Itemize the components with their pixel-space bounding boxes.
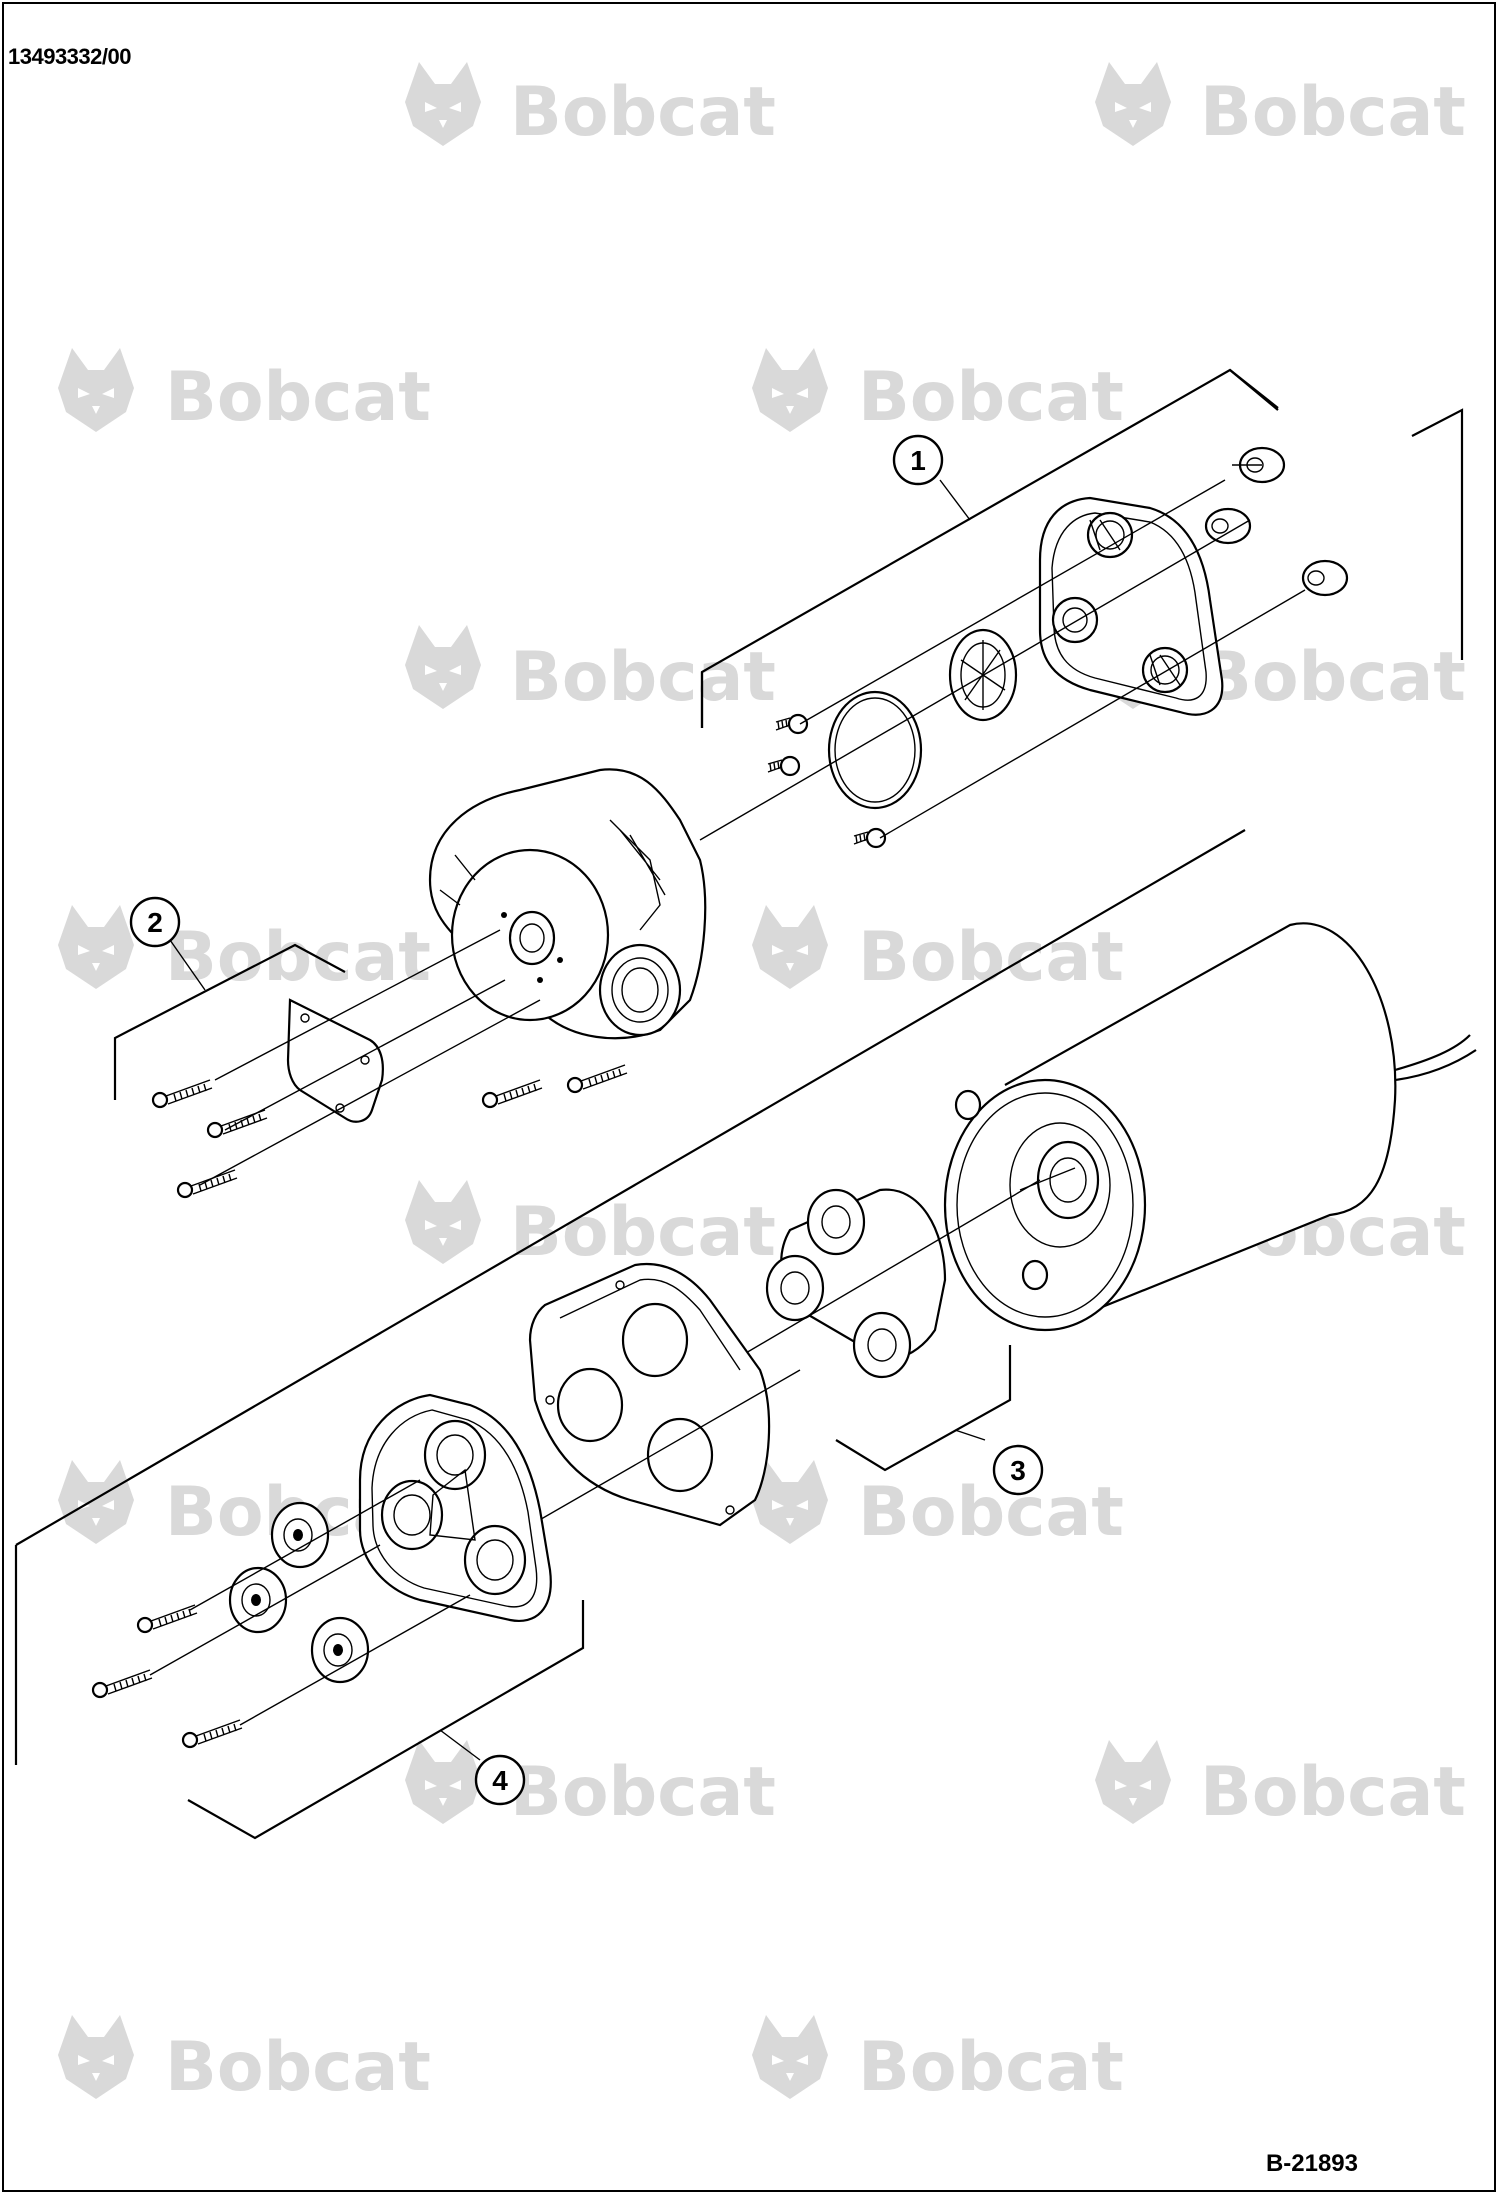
svg-text:4: 4 — [492, 1765, 508, 1796]
watermark-text: Bobcat — [1200, 1753, 1466, 1832]
bracket-group-3 — [835, 1345, 1012, 1472]
watermark-text: Bobcat — [1200, 73, 1466, 152]
watermark-text: Bobcat — [858, 358, 1124, 437]
washer-1c — [1301, 559, 1349, 597]
callout-3: 3 — [954, 1429, 1044, 1496]
screw-2a — [151, 1078, 214, 1109]
callout-2: 2 — [129, 896, 206, 991]
svg-text:2: 2 — [147, 907, 163, 938]
screw-2d — [481, 1078, 544, 1109]
washer-1a — [1232, 446, 1286, 484]
bracket-group-4 — [187, 1600, 585, 1840]
diaphragm-housing — [528, 1262, 771, 1527]
document-number: 13493332/00 — [8, 44, 131, 69]
watermark-text: Bobcat — [510, 1193, 776, 1272]
watermark-text: Bobcat — [1200, 638, 1466, 717]
watermark-text: Bobcat — [165, 2028, 431, 2107]
screw-2c — [176, 1168, 239, 1199]
screw-4a — [136, 1603, 199, 1634]
bracket-group-2 — [113, 943, 346, 1100]
screw-4b — [91, 1668, 154, 1699]
svg-text:1: 1 — [910, 445, 926, 476]
watermark-logo — [405, 62, 481, 146]
washer-1b — [1204, 507, 1252, 545]
spring-nut-1 — [774, 713, 809, 735]
screw-2e — [566, 1063, 629, 1094]
watermark-text: Bobcat — [510, 638, 776, 717]
spring-nut-2 — [766, 755, 801, 777]
svg-text:3: 3 — [1010, 1455, 1026, 1486]
washer-4b — [228, 1566, 288, 1634]
washer-4a — [270, 1501, 330, 1569]
callout-4: 4 — [439, 1729, 526, 1806]
watermark-text: Bobcat — [858, 918, 1124, 997]
watermark-text: Bobcat — [858, 2028, 1124, 2107]
callout-1: 1 — [892, 434, 971, 521]
valve-cover-plate — [1038, 496, 1224, 716]
motor — [943, 922, 1477, 1332]
watermark-text: Bobcat — [858, 1473, 1124, 1552]
mounting-plate — [286, 998, 384, 1123]
watermark-text: Bobcat — [165, 358, 431, 437]
diaphragm — [358, 1393, 552, 1622]
watermark-text: Bobcat — [510, 73, 776, 152]
pump-housing — [428, 768, 707, 1040]
figure-number: B-21893 — [1265, 2150, 1358, 2177]
screw-4c — [181, 1718, 244, 1749]
watermark-text: Bobcat — [165, 918, 431, 997]
motor-coupling — [765, 1188, 947, 1379]
watermark-layer: Bobcat Bobcat Bobcat Bobcat Bobcat Bobca… — [58, 62, 1466, 2107]
o-ring — [827, 690, 923, 810]
watermark-text: Bobcat — [510, 1753, 776, 1832]
washer-4c — [310, 1616, 370, 1684]
